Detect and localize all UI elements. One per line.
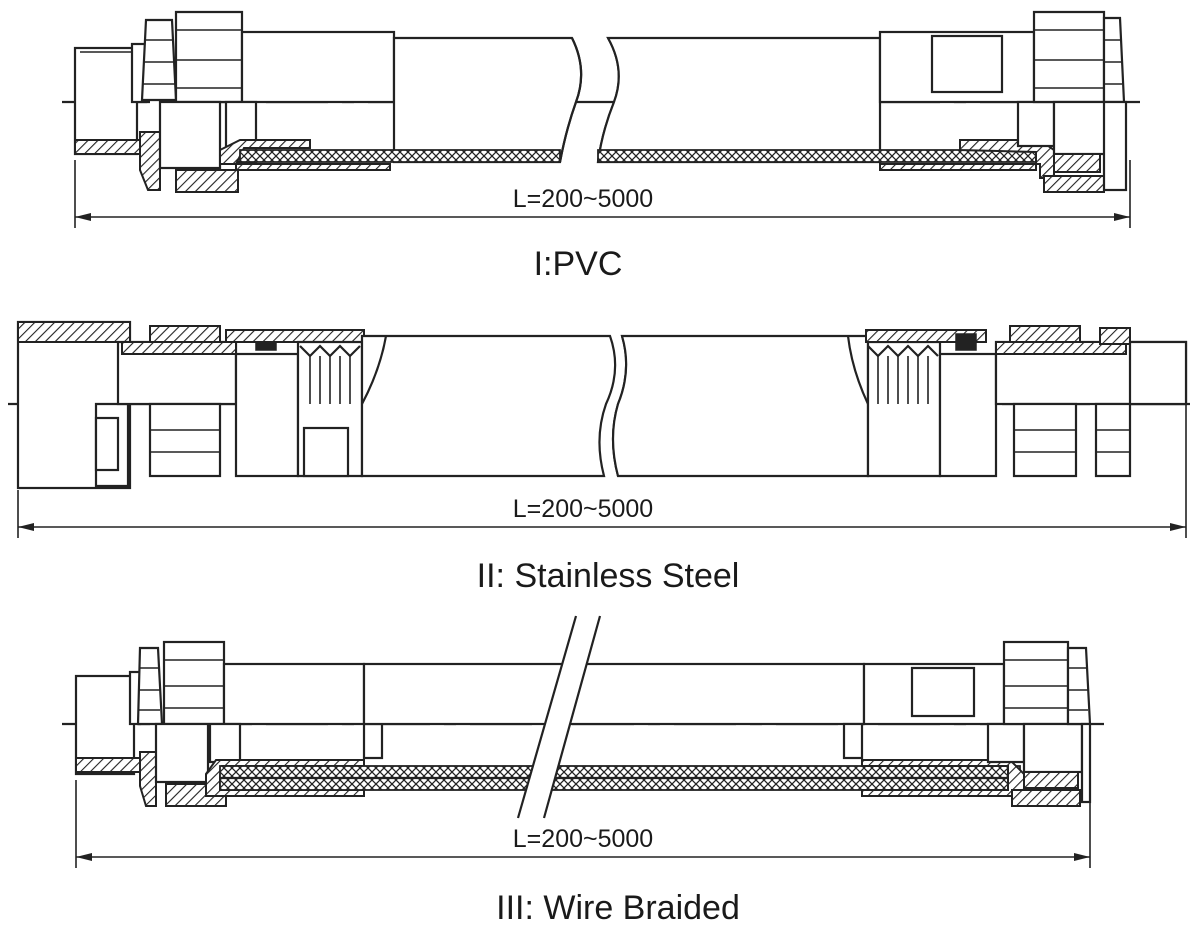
wire-length-label: L=200~5000: [510, 825, 656, 853]
pvc-reinforced-layer-left: [239, 149, 561, 163]
stainless-left-fitting-section: [17, 321, 131, 343]
pvc-left-hex-nut: [140, 18, 178, 102]
wire-break-line-2: [542, 615, 602, 819]
pvc-hose-right-segment: [596, 36, 882, 164]
stainless-right-seal: [955, 333, 977, 351]
wire-left-union-nut: [162, 640, 226, 726]
stainless-length-label: L=200~5000: [510, 495, 656, 523]
pvc-left-nut-section: [139, 131, 161, 191]
wire-hose-body: [362, 662, 866, 726]
pvc-length-label: L=200~5000: [510, 185, 656, 213]
pvc-reinforced-layer-right: [597, 149, 1041, 163]
wire-left-hex-nut: [136, 646, 164, 726]
pvc-hose-assembly: [62, 10, 1140, 228]
wire-right-union-section: [1011, 789, 1081, 807]
stainless-hose-assembly: [8, 320, 1190, 538]
wire-break-line-1: [516, 615, 578, 819]
stainless-hose-right-segment: [611, 334, 870, 478]
wire-caption: III: Wire Braided: [496, 889, 740, 927]
pvc-left-ferrule: [240, 30, 396, 104]
wire-left-ferrule: [222, 662, 366, 726]
pvc-hose-left-segment: [392, 36, 583, 164]
stainless-left-hex-nut: [148, 402, 222, 478]
stainless-right-small-nut: [1094, 402, 1132, 478]
pvc-left-union-section: [175, 169, 239, 193]
wire-hose-assembly: [62, 615, 1104, 868]
stainless-caption: II: Stainless Steel: [476, 557, 740, 595]
pvc-right-ferrule-section: [879, 139, 1055, 179]
wire-right-ferrule-section: [861, 759, 1025, 797]
stainless-hose-left-segment: [360, 334, 617, 478]
pvc-right-hex-nut: [1102, 16, 1126, 104]
wire-right-hex-nut: [1066, 646, 1092, 726]
pvc-caption: I:PVC: [533, 245, 623, 283]
stainless-right-male-thread: [1128, 340, 1188, 406]
pvc-left-ferrule-section: [219, 139, 391, 171]
pvc-right-union-section: [1043, 175, 1105, 193]
stainless-right-hex-nut: [1012, 402, 1078, 478]
wire-right-union-nut: [1002, 640, 1070, 726]
pvc-left-male-thread: [73, 46, 139, 156]
